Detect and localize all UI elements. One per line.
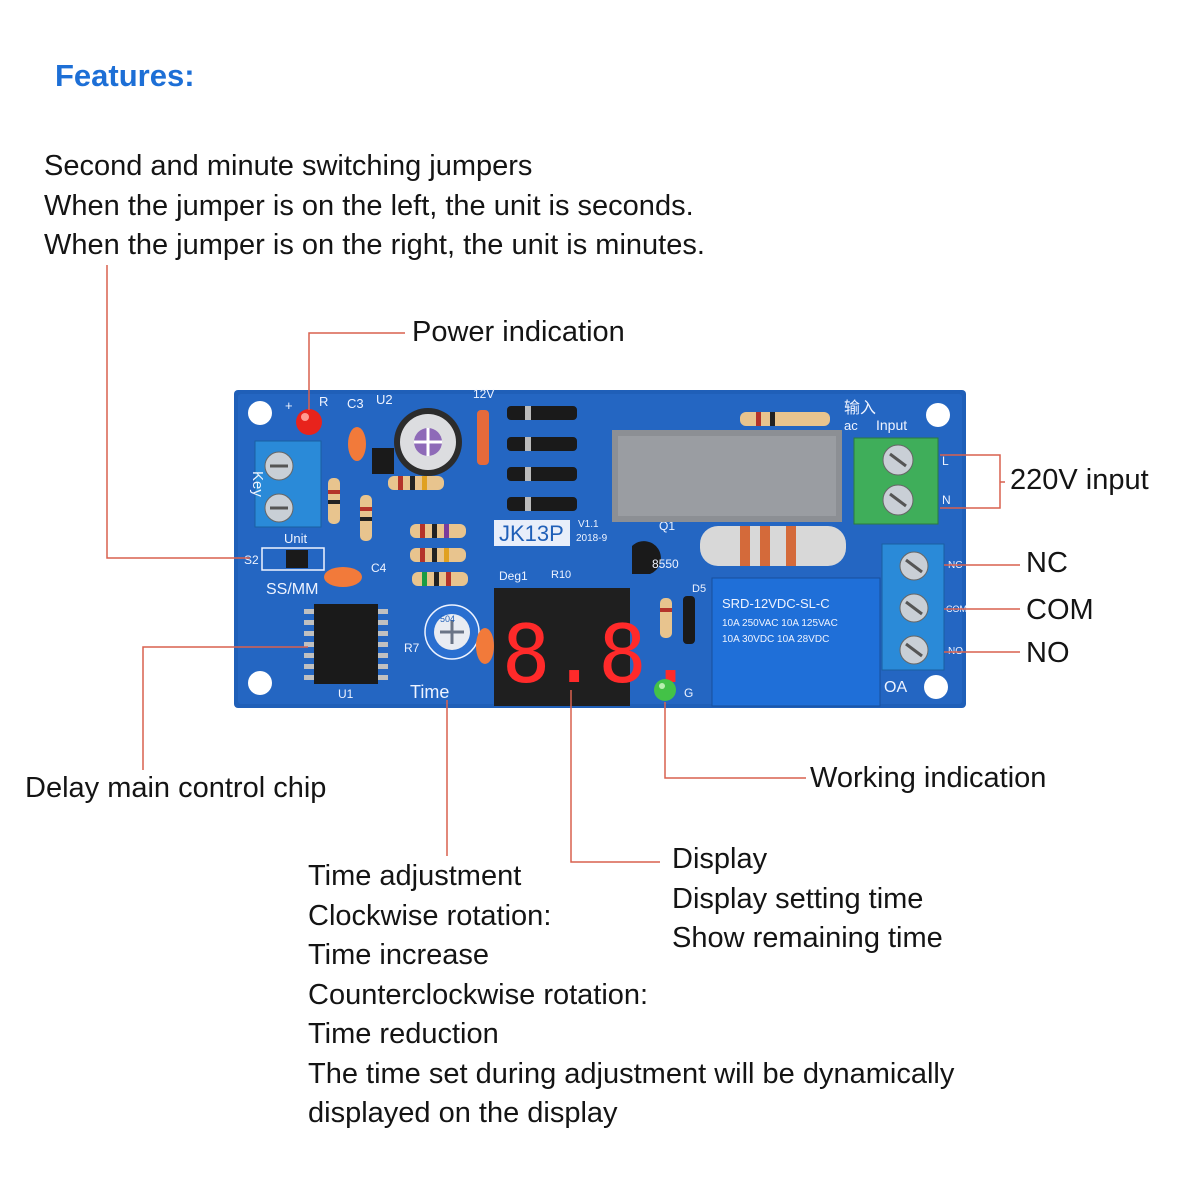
relay-rating: 10A 250VAC 10A 125VAC	[722, 618, 838, 629]
board-date: 2018-9	[576, 533, 608, 544]
silk-ac: ac	[844, 418, 858, 433]
model-label: JK13P V1.1 2018-9	[494, 519, 608, 546]
diode-bridge: 12V	[473, 387, 577, 511]
jumper-note-line: Second and minute switching jumpers	[44, 150, 533, 182]
time-note-line: Time increase	[308, 939, 490, 971]
relay-model: SRD-12VDC-SL-C	[722, 596, 830, 611]
regulator-u2	[372, 448, 394, 474]
jumper-note-line: When the jumper is on the left, the unit…	[44, 189, 694, 222]
time-note-line: The time set during adjustment will be d…	[308, 1057, 955, 1090]
relay: SRD-12VDC-SL-C 10A 250VAC 10A 125VAC 10A…	[711, 577, 907, 707]
time-note-line: displayed on the display	[308, 1097, 618, 1129]
time-note-line: Time adjustment	[308, 860, 522, 892]
power-led: + R	[285, 394, 328, 435]
time-note-line: Time reduction	[308, 1018, 499, 1050]
key-terminal-block: Key	[249, 440, 322, 528]
silk-time: Time	[410, 682, 449, 702]
silk-12v: 12V	[473, 387, 494, 401]
silk-r10: R10	[551, 569, 571, 581]
power-resistor	[700, 526, 846, 566]
silk-g: G	[684, 686, 693, 700]
time-potentiometer: 504 R7 Time	[404, 604, 494, 702]
capacitor-c3: C3 U2	[347, 392, 393, 461]
seven-segment-display: Deg1 R10 8.8.	[494, 569, 695, 706]
display-note-line: Show remaining time	[672, 922, 943, 954]
silk-u1: U1	[338, 687, 354, 701]
leader-jumper	[106, 265, 250, 559]
mounting-hole	[926, 403, 950, 427]
callout-working-indication: Working indication	[810, 762, 1047, 794]
time-note-line: Counterclockwise rotation:	[308, 978, 649, 1011]
time-note: Time adjustment Clockwise rotation: Time…	[308, 857, 954, 1134]
silk-terminal-l: L	[942, 454, 949, 468]
silk-unit: Unit	[284, 531, 308, 546]
silk-c3: C3	[347, 396, 364, 411]
silk-r: R	[319, 394, 328, 409]
silk-deg1: Deg1	[499, 569, 528, 583]
mounting-hole	[924, 675, 948, 699]
silk-q1: Q1	[659, 519, 675, 533]
resistor-row	[328, 476, 468, 586]
control-chip-u1: U1	[304, 604, 388, 701]
silk-key: Key	[249, 471, 266, 497]
time-note-line: Clockwise rotation:	[308, 899, 552, 932]
callout-com: COM	[1026, 594, 1094, 626]
silk-terminal-n: N	[942, 493, 951, 507]
silk-input: Input	[876, 417, 907, 433]
working-led: G D5	[654, 583, 706, 701]
features-heading: Features:	[55, 58, 195, 93]
silk-s2: S2	[244, 553, 259, 567]
display-note-line: Display	[672, 843, 768, 875]
silk-d5: D5	[692, 583, 706, 595]
silk-u2: U2	[376, 392, 393, 407]
silk-oa: OA	[884, 679, 907, 696]
pot-value: 504	[440, 614, 455, 624]
electrolytic-capacitor	[394, 408, 462, 476]
transistor-q1: Q1 8550	[632, 519, 679, 574]
display-note-line: Display setting time	[672, 882, 924, 915]
jumper-note: Second and minute switching jumpers When…	[44, 147, 705, 266]
callout-220v-input: 220V input	[1010, 464, 1149, 496]
display-note: Display Display setting time Show remain…	[672, 840, 943, 959]
model-name: JK13P	[499, 521, 564, 546]
silk-r7: R7	[404, 641, 420, 655]
silk-c4: C4	[371, 561, 387, 575]
leader-chip	[142, 646, 308, 770]
board-version: V1.1	[578, 519, 599, 530]
unit-jumper: Unit S2 SS/MM	[244, 531, 325, 598]
leader-display	[570, 690, 660, 863]
silk-input-cn: 输入	[844, 399, 876, 417]
power-transformer: 输入 ac Input	[612, 399, 907, 522]
callout-power-indication: Power indication	[412, 316, 625, 348]
mounting-hole	[248, 401, 272, 425]
mounting-hole	[248, 671, 272, 695]
silk-8550: 8550	[652, 557, 679, 571]
callout-no: NO	[1026, 637, 1070, 669]
leader-working	[664, 702, 806, 779]
jumper-note-line: When the jumper is on the right, the uni…	[44, 229, 705, 261]
leader-lines	[106, 265, 1020, 863]
leader-power	[308, 332, 405, 410]
silk-ss-mm: SS/MM	[266, 581, 318, 598]
input-terminal-block: L N	[853, 437, 951, 525]
relay-rating: 10A 30VDC 10A 28VDC	[722, 634, 829, 645]
callout-delay-chip: Delay main control chip	[25, 772, 327, 804]
capacitor-c4: C4	[324, 561, 387, 587]
callout-nc: NC	[1026, 547, 1068, 579]
silk-plus: +	[285, 398, 293, 413]
output-terminal-block: NC COM NO	[881, 543, 967, 671]
